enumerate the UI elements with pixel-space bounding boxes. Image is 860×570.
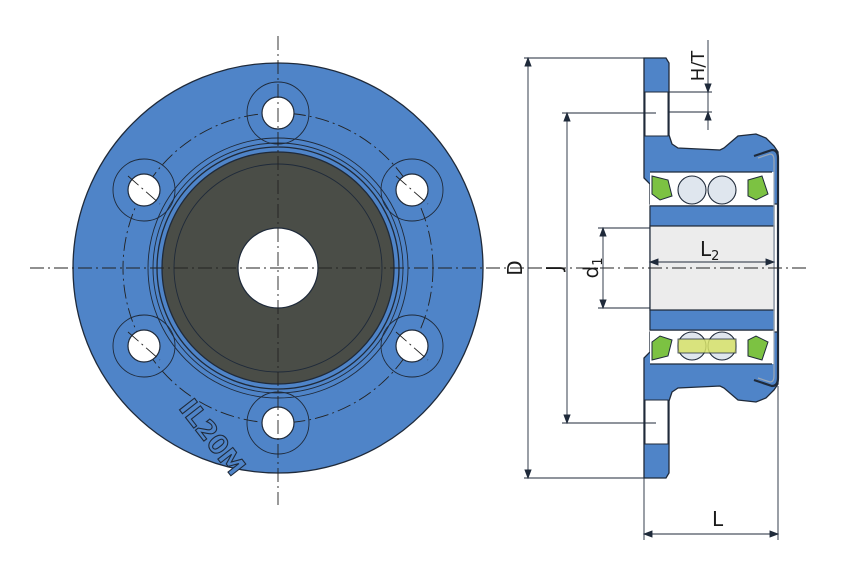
inner-ring-lower (649, 309, 775, 331)
dim-label-L2: L2 (700, 237, 719, 264)
bolt-holes (112, 81, 444, 455)
dim-label-HT: H/T (688, 50, 709, 82)
front-view: IL20M (30, 36, 525, 505)
dim-label-D: D (503, 260, 527, 275)
dim-label-d1: d1 (579, 258, 606, 279)
seal-lower-left (651, 335, 673, 361)
bolt-hole (380, 314, 444, 378)
seal-upper-right (747, 175, 769, 201)
bolt-hole-section-lower (644, 399, 669, 445)
dimensions (524, 40, 780, 540)
bolt-hole (380, 158, 444, 222)
seal-lower-right (747, 335, 769, 361)
section-view (528, 57, 810, 479)
dim-label-J: J (542, 265, 566, 273)
hole-axis-a (127, 175, 161, 205)
bolt-hole (112, 158, 176, 222)
bolt-hole (112, 314, 176, 378)
dimension-labels: D J d1 L2 H/T L (503, 50, 724, 531)
hole-axis-b (395, 175, 429, 205)
inner-ring-upper (649, 205, 775, 227)
dim-label-L: L (712, 507, 724, 531)
bolt-hole-section-upper (644, 91, 669, 137)
hole-axis-c (127, 331, 161, 361)
cage-lower (677, 338, 737, 354)
ball-upper-2 (707, 175, 737, 205)
ball-upper-1 (677, 175, 707, 205)
hole-axis-d (395, 331, 429, 361)
seal-upper-left (651, 175, 673, 201)
